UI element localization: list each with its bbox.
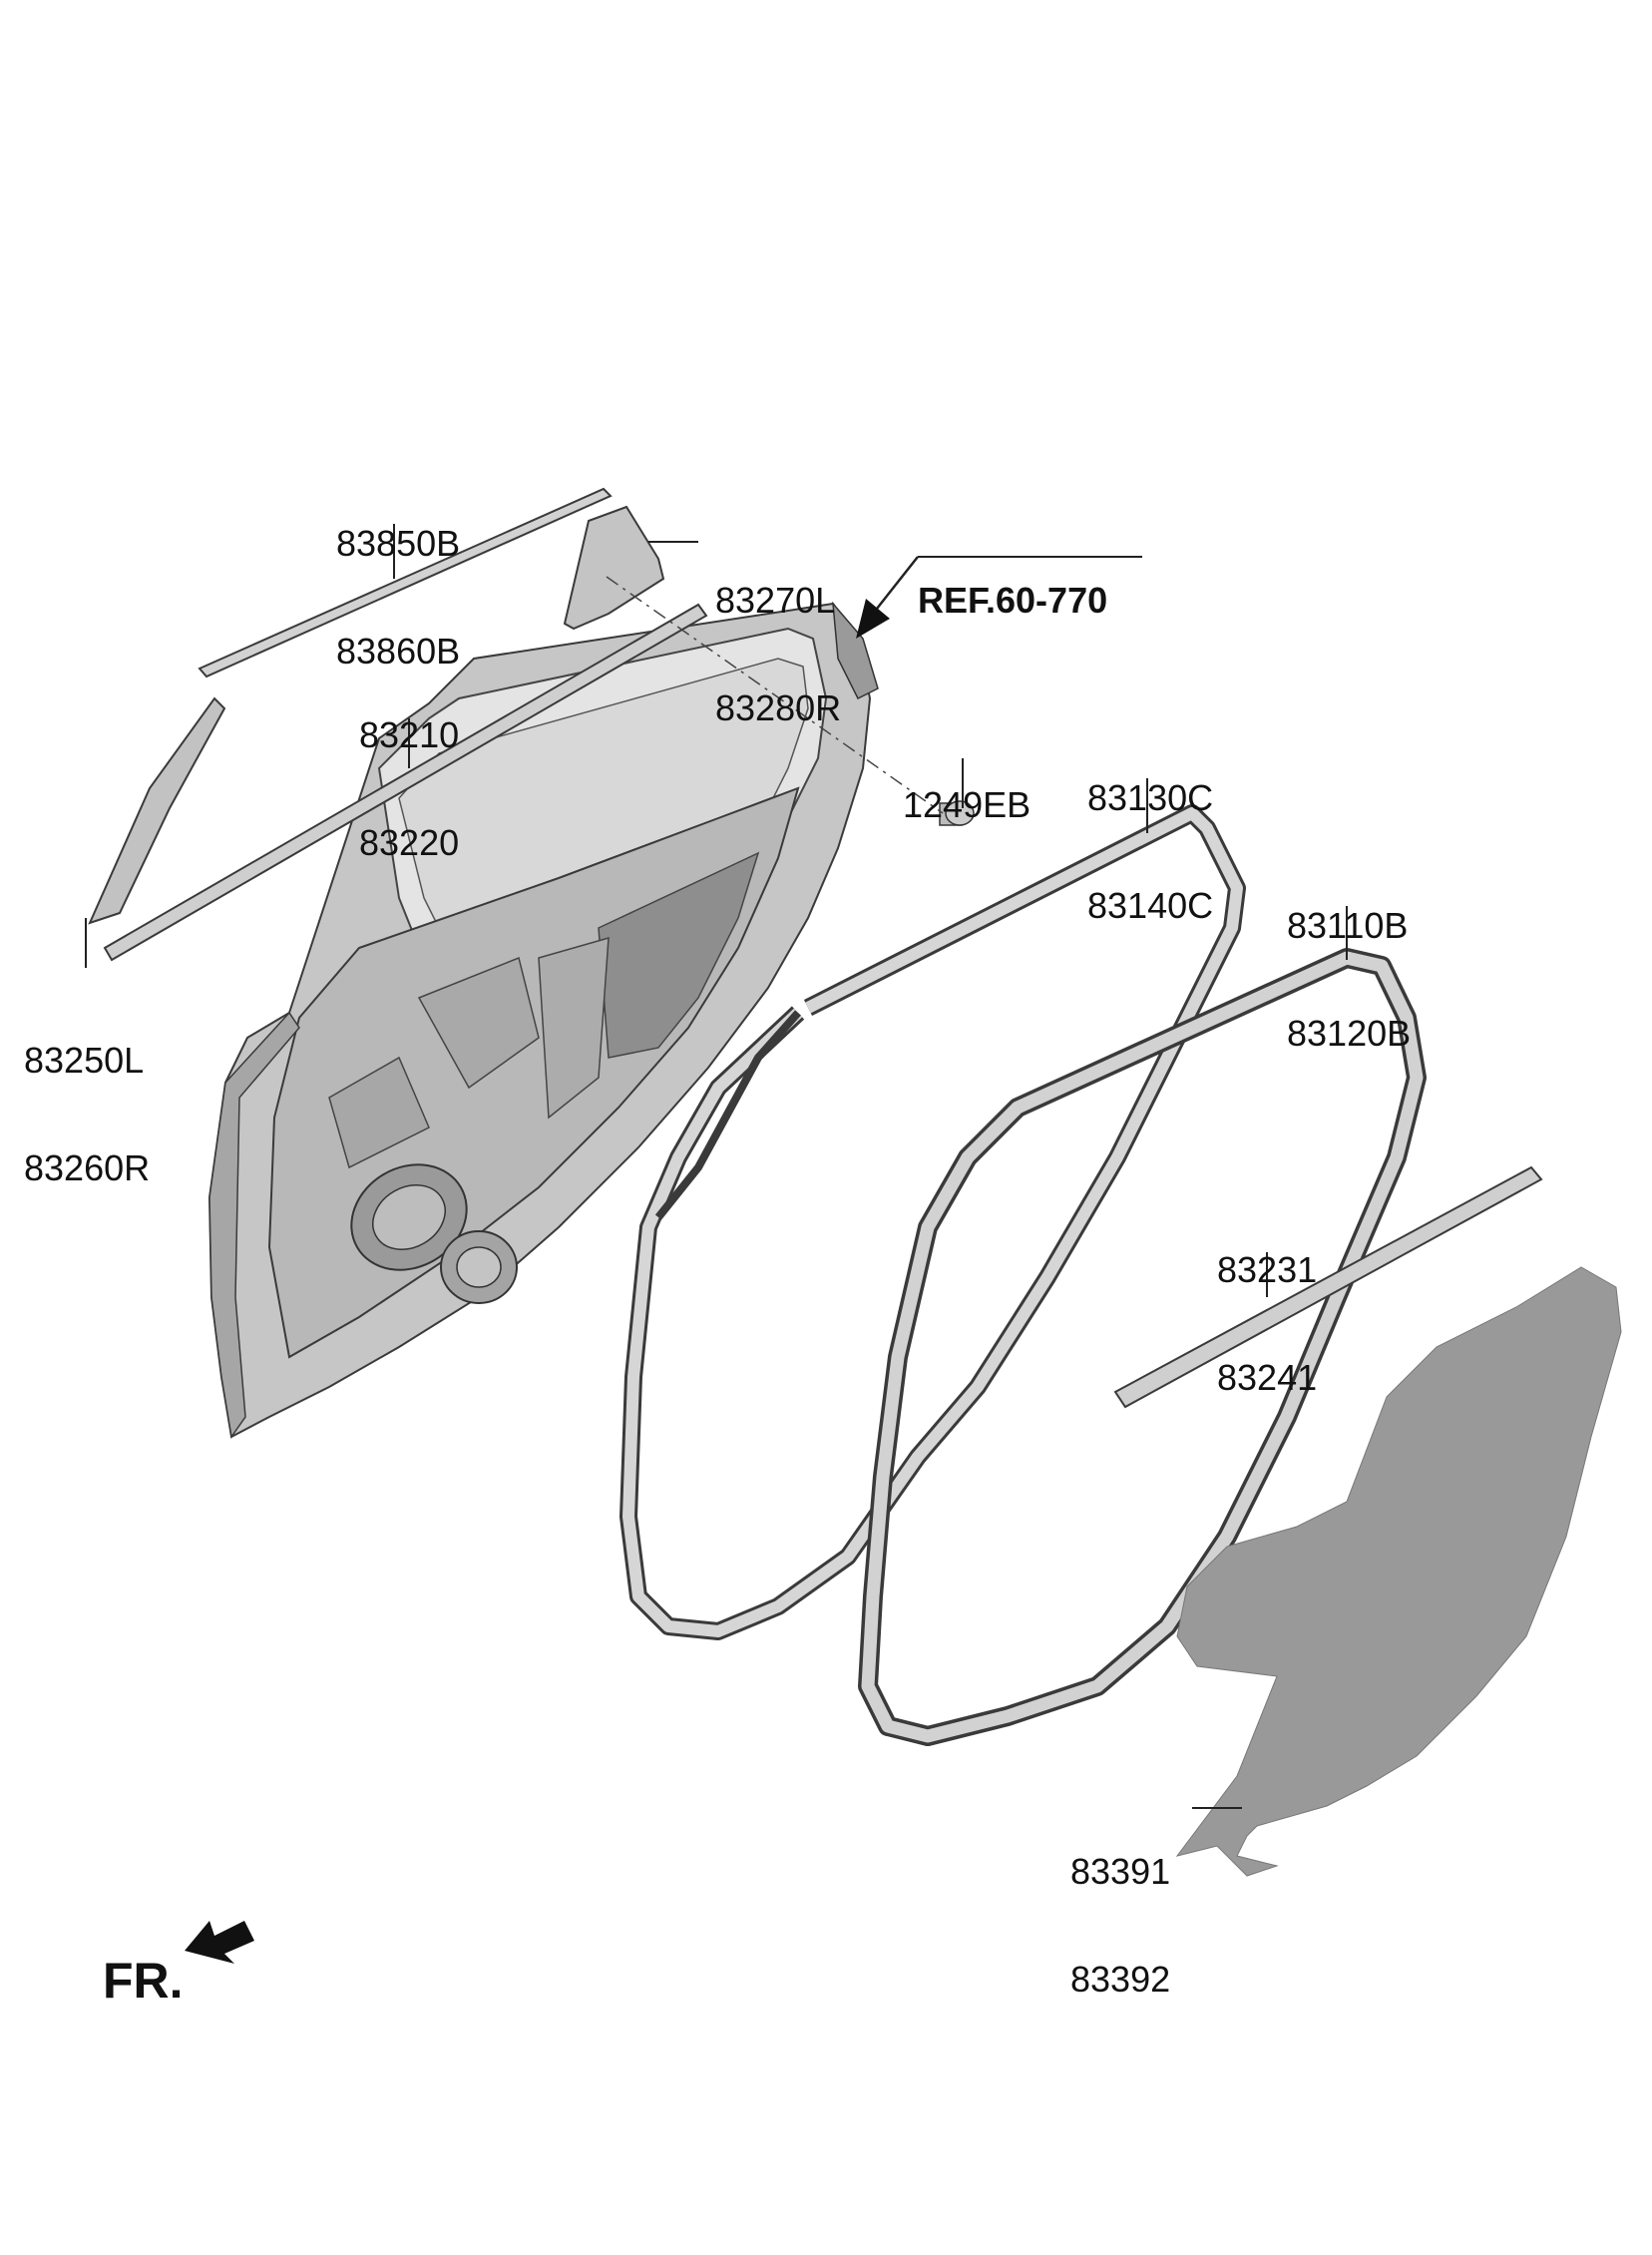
label-83270-line2: 83280R — [715, 687, 842, 728]
ref-label: REF.60-770 — [918, 511, 1107, 655]
label-83391-line2: 83392 — [1070, 1959, 1171, 2000]
front-indicator-label: FR. — [103, 1953, 184, 2009]
label-83270: 83270L 83280R — [715, 511, 841, 762]
ref-label-text: REF.60-770 — [918, 580, 1108, 621]
part-83130-tail — [654, 1010, 801, 1220]
ref-arrow-head — [856, 599, 890, 639]
label-83250: 83250L 83260R — [24, 971, 150, 1222]
label-83250-line2: 83260R — [24, 1147, 151, 1188]
label-83231-line2: 83241 — [1217, 1357, 1318, 1398]
label-83270-line1: 83270L — [715, 580, 836, 621]
label-83110-line1: 83110B — [1287, 905, 1409, 946]
label-83130-line1: 83130C — [1087, 777, 1214, 818]
label-83391-line1: 83391 — [1070, 1851, 1171, 1892]
part-83231-strip — [1113, 1165, 1543, 1409]
label-83130: 83130C 83140C — [1087, 708, 1213, 960]
ref-arrow-shaft — [872, 556, 919, 615]
part-83130-weatherstrip-inner — [622, 807, 1243, 1637]
label-83850-line1: 83850B — [336, 523, 461, 564]
door-panel — [207, 601, 879, 1439]
label-83391: 83391 83392 — [1070, 1782, 1170, 2033]
label-83250-line1: 83250L — [24, 1040, 145, 1081]
label-83231: 83231 83241 — [1217, 1180, 1317, 1432]
part-1249eb-bolt — [939, 800, 975, 826]
label-83110: 83110B 83120B — [1287, 836, 1411, 1088]
label-1249: 1249EB — [903, 715, 1031, 859]
part-83391-film — [1175, 1266, 1622, 1877]
bolt-centerline — [606, 576, 944, 814]
label-83210: 83210 83220 — [359, 646, 459, 897]
label-83110-line2: 83120B — [1287, 1013, 1412, 1054]
part-83250-garnish — [88, 696, 226, 925]
label-83231-line1: 83231 — [1217, 1249, 1318, 1290]
part-83210-strip — [103, 603, 708, 962]
fr-arrow-icon — [185, 1921, 254, 1964]
label-83130-line2: 83140C — [1087, 885, 1214, 926]
label-83850: 83850B 83860B — [336, 454, 460, 705]
label-83850-line2: 83860B — [336, 631, 461, 672]
label-83210-line2: 83220 — [359, 822, 460, 863]
label-83210-line1: 83210 — [359, 714, 460, 755]
part-83110-seal-inner — [861, 951, 1424, 1743]
part-83270-bracket — [563, 505, 665, 631]
part-83850-strip — [198, 487, 613, 678]
label-1249-line1: 1249EB — [903, 784, 1032, 825]
